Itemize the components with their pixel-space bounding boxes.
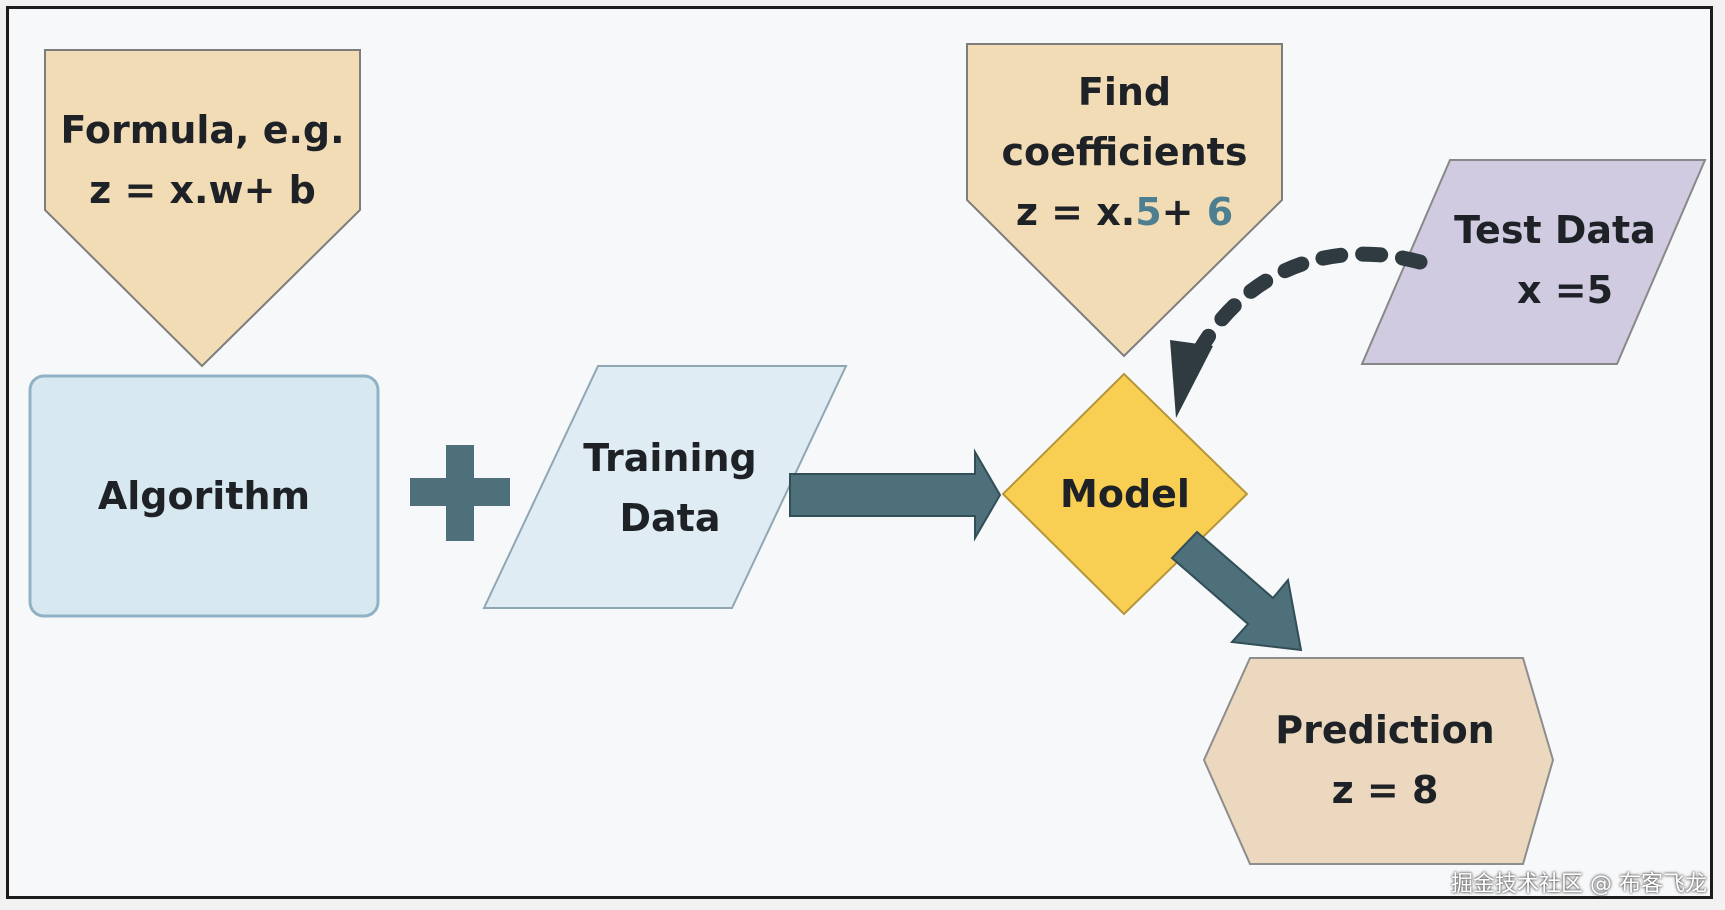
find-line1: Find <box>1077 70 1172 114</box>
formula-label: Formula, e.g. z = x.w+ b <box>45 100 360 220</box>
arrow-model-to-prediction <box>1170 530 1303 652</box>
prediction-label: Prediction z = 8 <box>1230 700 1540 820</box>
test-data-label: Test Data x =5 <box>1430 200 1680 320</box>
find-w-value: 5 <box>1135 190 1162 234</box>
arrow-test-to-model <box>1192 246 1428 358</box>
find-line3: z = x.5+ 6 <box>967 182 1282 242</box>
prediction-shape <box>1202 657 1555 865</box>
training-line1: Training <box>583 436 757 480</box>
training-line2: Data <box>619 496 721 540</box>
formula-line1: Formula, e.g. <box>60 108 345 152</box>
algorithm-box <box>28 374 380 618</box>
test-line2: x =5 <box>1516 268 1614 312</box>
algorithm-label: Algorithm <box>97 474 311 518</box>
model-diamond <box>1001 372 1249 616</box>
formula-line2: z = x.w+ b <box>89 168 316 212</box>
find-line2: coefficients <box>1001 130 1248 174</box>
test-data-shape <box>1360 159 1707 365</box>
arrow-training-to-model <box>789 448 1002 542</box>
prediction-line1: Prediction <box>1275 708 1495 752</box>
find-b-value: 6 <box>1206 190 1234 234</box>
find-coefficients-label: Find coefficients z = x.5+ 6 <box>967 62 1282 242</box>
formula-shape <box>44 49 361 368</box>
find-formula-mid: + <box>1161 190 1207 234</box>
find-coefficients-shape <box>966 43 1283 358</box>
model-label: Model <box>1060 472 1190 516</box>
training-data-label: Training Data <box>560 428 780 548</box>
training-data-shape <box>482 365 848 609</box>
find-formula-prefix: z = x. <box>1015 190 1136 234</box>
test-line1: Test Data <box>1454 208 1656 252</box>
prediction-line2: z = 8 <box>1331 768 1439 812</box>
arrow-test-to-model-head <box>1170 340 1213 418</box>
plus-icon <box>410 445 510 541</box>
watermark-text: 掘金技术社区 @ 布客飞龙 <box>1451 872 1707 897</box>
